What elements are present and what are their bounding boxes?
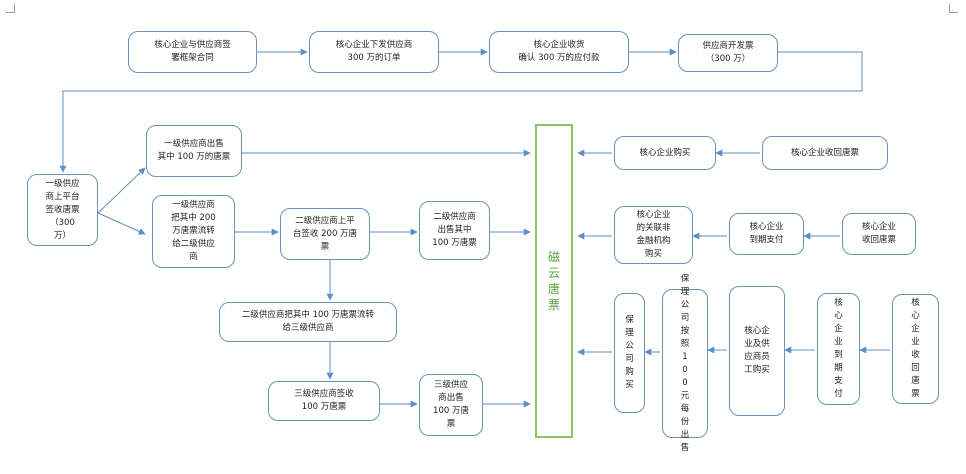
node-third-supplier-receive: 三级供应商签收 100 万唐票 [268, 381, 380, 421]
node-text: 供应商开发票 [702, 41, 754, 51]
node-text: 核心企业下发供应商 [335, 40, 413, 50]
node-text: 到期支付 [749, 235, 784, 245]
node-core-purchase: 核心企业购买 [614, 136, 716, 170]
node-text: 的关联非 [636, 223, 671, 233]
node-first-supplier-receive: 一级供应 商上平台 签收唐票 （300 万） [27, 174, 98, 246]
node-text: 二级供应商上平 [295, 215, 355, 226]
node-factoring-purchase: 保理公司购买 [614, 293, 645, 413]
node-factoring-resell: 保理公司按照100元每份出售 [662, 274, 708, 453]
node-text: 100 万唐票 [301, 402, 347, 412]
node-text: 收回唐票 [861, 235, 896, 245]
node-affiliate-purchase: 核心企业 的关联非 金融机构 购买 [614, 206, 693, 264]
node-text: 二级供应商把其中 100 万唐票流转 [241, 310, 375, 320]
node-text: 确认 300 万的应付款 [518, 53, 600, 63]
node-text: 签收唐票 [45, 204, 80, 215]
node-text: 万唐票流转 [172, 226, 215, 236]
node-text: 票 [320, 241, 330, 252]
arrow-invoice-to-first-supplier [59, 51, 863, 173]
node-text: 核心企 [744, 326, 770, 336]
node-core-redeem: 核心企业收回唐票 [762, 136, 888, 170]
node-text: 应商员 [744, 352, 770, 362]
node-text: 金融机构 [636, 236, 671, 246]
hub-label: 磁云唐票 [547, 250, 560, 312]
node-text: 业及供 [744, 339, 770, 349]
node-text: 核心企业 [861, 222, 896, 232]
node-core-redeem-2: 核心企业 收回唐票 [842, 213, 916, 255]
node-text: 核心企业与供应商签 [154, 40, 231, 50]
node-text: （300 万） [705, 54, 751, 64]
node-text: 100 万唐 [433, 406, 469, 416]
node-second-supplier-transfer: 二级供应商把其中 100 万唐票流转 给三级供应商 [219, 302, 397, 342]
node-text: 购买 [644, 249, 662, 259]
node-text: 核心企业收回唐票 [790, 147, 859, 158]
node-text: 商出售 [438, 393, 464, 403]
node-text: 一级供应商 [172, 200, 215, 210]
node-text: 给三级供应商 [282, 323, 334, 333]
node-text: 保理公司购买 [625, 315, 634, 390]
node-text: 出售其中 [437, 225, 472, 235]
hub-ticket-platform: 磁云唐票 [535, 124, 573, 438]
arrow-first-to-sell [97, 167, 146, 214]
node-text: 核心企业购买 [639, 147, 691, 158]
node-text: 其中 100 万的唐票 [157, 152, 231, 162]
node-text: 票 [446, 419, 456, 429]
node-first-supplier-sell: 一级供应商出售 其中 100 万的唐票 [146, 125, 242, 177]
node-text: 万） [53, 230, 71, 241]
node-text: 核心企业 [749, 222, 784, 232]
node-third-supplier-sell: 三级供应 商出售 100 万唐 票 [419, 374, 483, 436]
node-text: 给二级供应 [172, 239, 215, 249]
node-staff-purchase: 核心企 业及供 应商员 工购买 [729, 286, 785, 416]
node-second-supplier-sell: 二级供应商 出售其中 100 万唐票 [419, 201, 490, 260]
node-text: 三级供应商签收 [294, 389, 354, 399]
node-text: 核心企业 [636, 210, 671, 220]
node-text: 一级供应商出售 [164, 139, 224, 149]
node-text: 保理公司按照100元每份出售 [680, 273, 690, 453]
node-text: 三级供应 [433, 380, 468, 390]
node-text: 商上平台 [45, 191, 80, 202]
node-text: 署框架合同 [171, 53, 214, 63]
node-text: 二级供应商 [433, 212, 476, 222]
node-first-supplier-transfer: 一级供应商 把其中 200 万唐票流转 给二级供应 商 [152, 195, 235, 268]
node-text: 工购买 [744, 365, 770, 375]
page-corner-mark-right [949, 4, 958, 13]
arrow-first-to-transfer [97, 212, 146, 235]
node-text: 核心企业收货 [533, 40, 585, 50]
node-core-maturity-payment: 核心企业 到期支付 [729, 213, 804, 255]
node-text: 一级供应 [45, 178, 80, 189]
node-second-supplier-receive: 二级供应商上平 台签收 200 万唐 票 [280, 208, 370, 260]
node-core-maturity-payment-2: 核心企业到期支付 [817, 293, 860, 405]
node-goods-receipt: 核心企业收货 确认 300 万的应付款 [489, 31, 629, 73]
node-text: （300 [50, 217, 75, 228]
page-corner-mark-left [6, 4, 15, 13]
node-text: 100 万唐票 [432, 238, 477, 248]
node-core-redeem-3: 核心企业收回唐票 [892, 294, 939, 404]
node-text: 核心企业到期支付 [834, 298, 843, 399]
node-purchase-order: 核心企业下发供应商 300 万的订单 [309, 31, 439, 73]
node-text: 核心企业收回唐票 [911, 298, 920, 399]
node-framework-contract: 核心企业与供应商签 署框架合同 [128, 31, 257, 73]
node-text: 商 [189, 252, 198, 262]
node-invoice: 供应商开发票 （300 万） [678, 34, 778, 72]
node-text: 300 万的订单 [347, 53, 401, 63]
node-text: 台签收 200 万唐 [292, 228, 358, 239]
node-text: 把其中 200 [171, 213, 216, 223]
